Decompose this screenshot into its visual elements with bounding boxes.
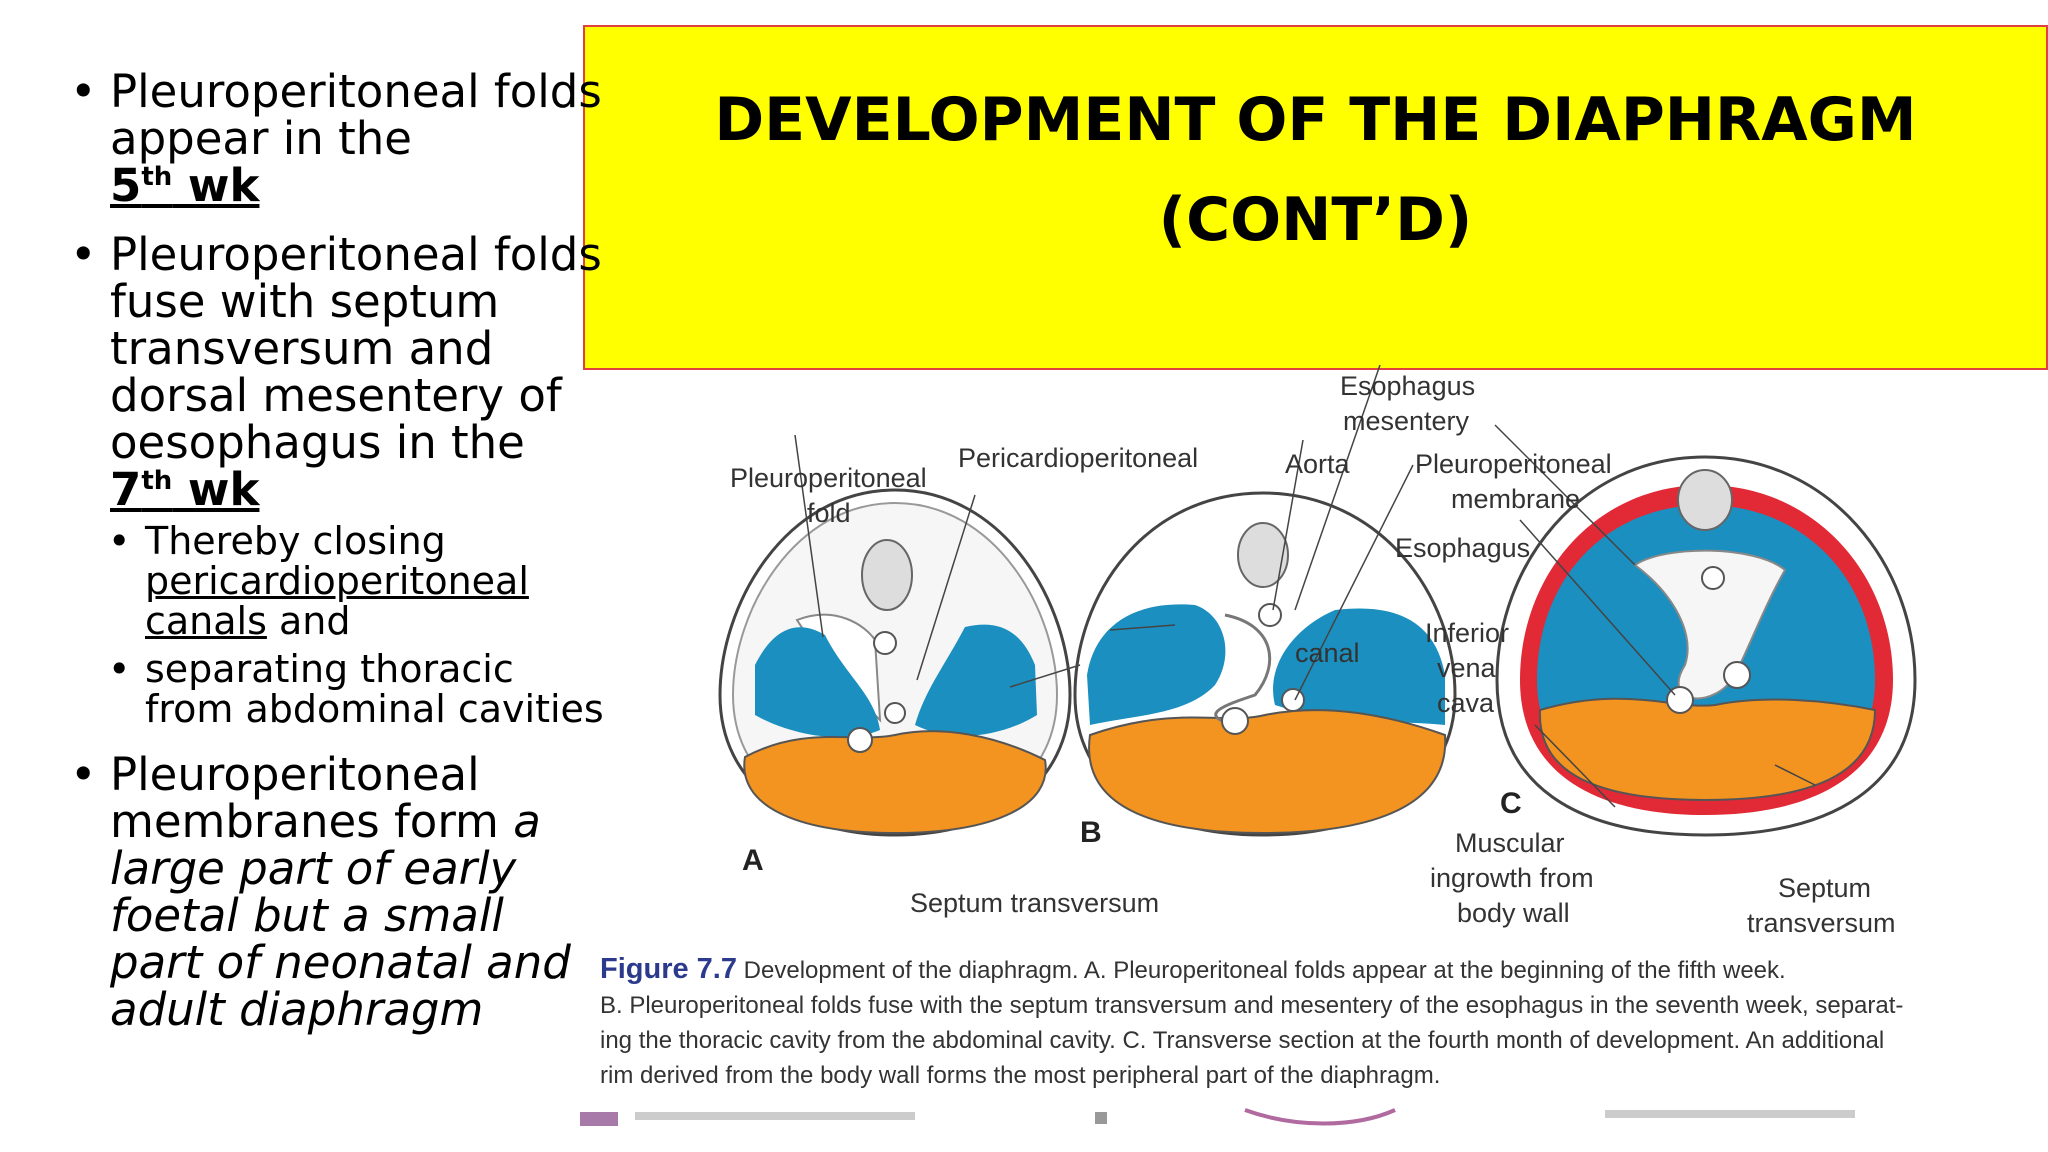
label-pleuroperitoneal-membrane-2: membrane (1451, 484, 1580, 514)
diaphragm-figure: Pleuroperitoneal fold Pericardioperitone… (718, 365, 1917, 938)
bullet-2: Pleuroperitoneal folds fuse with septum … (70, 231, 610, 513)
label-esophagus-mesentery-1: Esophagus (1340, 371, 1475, 401)
label-ivc-2: vena (1437, 653, 1497, 683)
cropped-strip (580, 1108, 1855, 1126)
figure-caption: Figure 7.7 Development of the diaphragm.… (600, 953, 1904, 1089)
label-esophagus-mesentery-2: mesentery (1343, 406, 1470, 436)
label-septum-1: Septum (1778, 873, 1871, 903)
slide-title: DEVELOPMENT OF THE DIAPHRAGM (CONT’D) (714, 70, 1916, 270)
label-pleuroperitoneal-membrane-1: Pleuroperitoneal (1415, 449, 1612, 479)
label-septum-transversum: Septum transversum (910, 888, 1159, 918)
bullet-list: Pleuroperitoneal folds appear in the 5th… (70, 68, 610, 1055)
panel-a-label: A (742, 844, 764, 877)
label-fold: fold (807, 498, 851, 528)
panel-c-diagram (1495, 455, 1917, 837)
title-box: DEVELOPMENT OF THE DIAPHRAGM (CONT’D) (583, 25, 2048, 370)
label-canal: canal (1295, 638, 1360, 668)
label-septum-2: transversum (1747, 908, 1896, 938)
label-muscular-2: ingrowth from (1430, 863, 1594, 893)
label-muscular-1: Muscular (1455, 828, 1565, 858)
sub-bullet-1: Thereby closing pericardioperitoneal can… (30, 521, 610, 641)
panel-a-diagram (718, 488, 1072, 837)
label-muscular-3: body wall (1457, 898, 1570, 928)
label-pericardioperitoneal: Pericardioperitoneal (958, 443, 1198, 473)
sub-bullets: Thereby closing pericardioperitoneal can… (70, 521, 610, 729)
label-ivc-3: cava (1437, 688, 1495, 718)
label-pleuroperitoneal-fold: Pleuroperitoneal (730, 463, 927, 493)
leader-lines (794, 365, 1816, 808)
label-aorta: Aorta (1285, 449, 1351, 479)
title-line-1: DEVELOPMENT OF THE DIAPHRAGM (714, 85, 1917, 155)
bullet-1: Pleuroperitoneal folds appear in the 5th… (70, 68, 610, 209)
panel-b-diagram (1073, 491, 1457, 837)
bullet-1-week: 5th wk (110, 159, 260, 212)
sub-bullet-2: separating thoracic from abdominal cavit… (30, 649, 610, 729)
panel-c-label: C (1500, 787, 1522, 820)
caption-figure-label: Figure 7.7 (600, 953, 737, 985)
label-esophagus: Esophagus (1395, 533, 1530, 563)
bullet-2-week: 7th wk (110, 463, 260, 516)
panel-b-label: B (1080, 816, 1102, 849)
label-ivc-1: Inferior (1425, 618, 1509, 648)
bullet-3: Pleuroperitoneal membranes form a large … (70, 751, 610, 1033)
title-line-2: (CONT’D) (1158, 185, 1473, 255)
